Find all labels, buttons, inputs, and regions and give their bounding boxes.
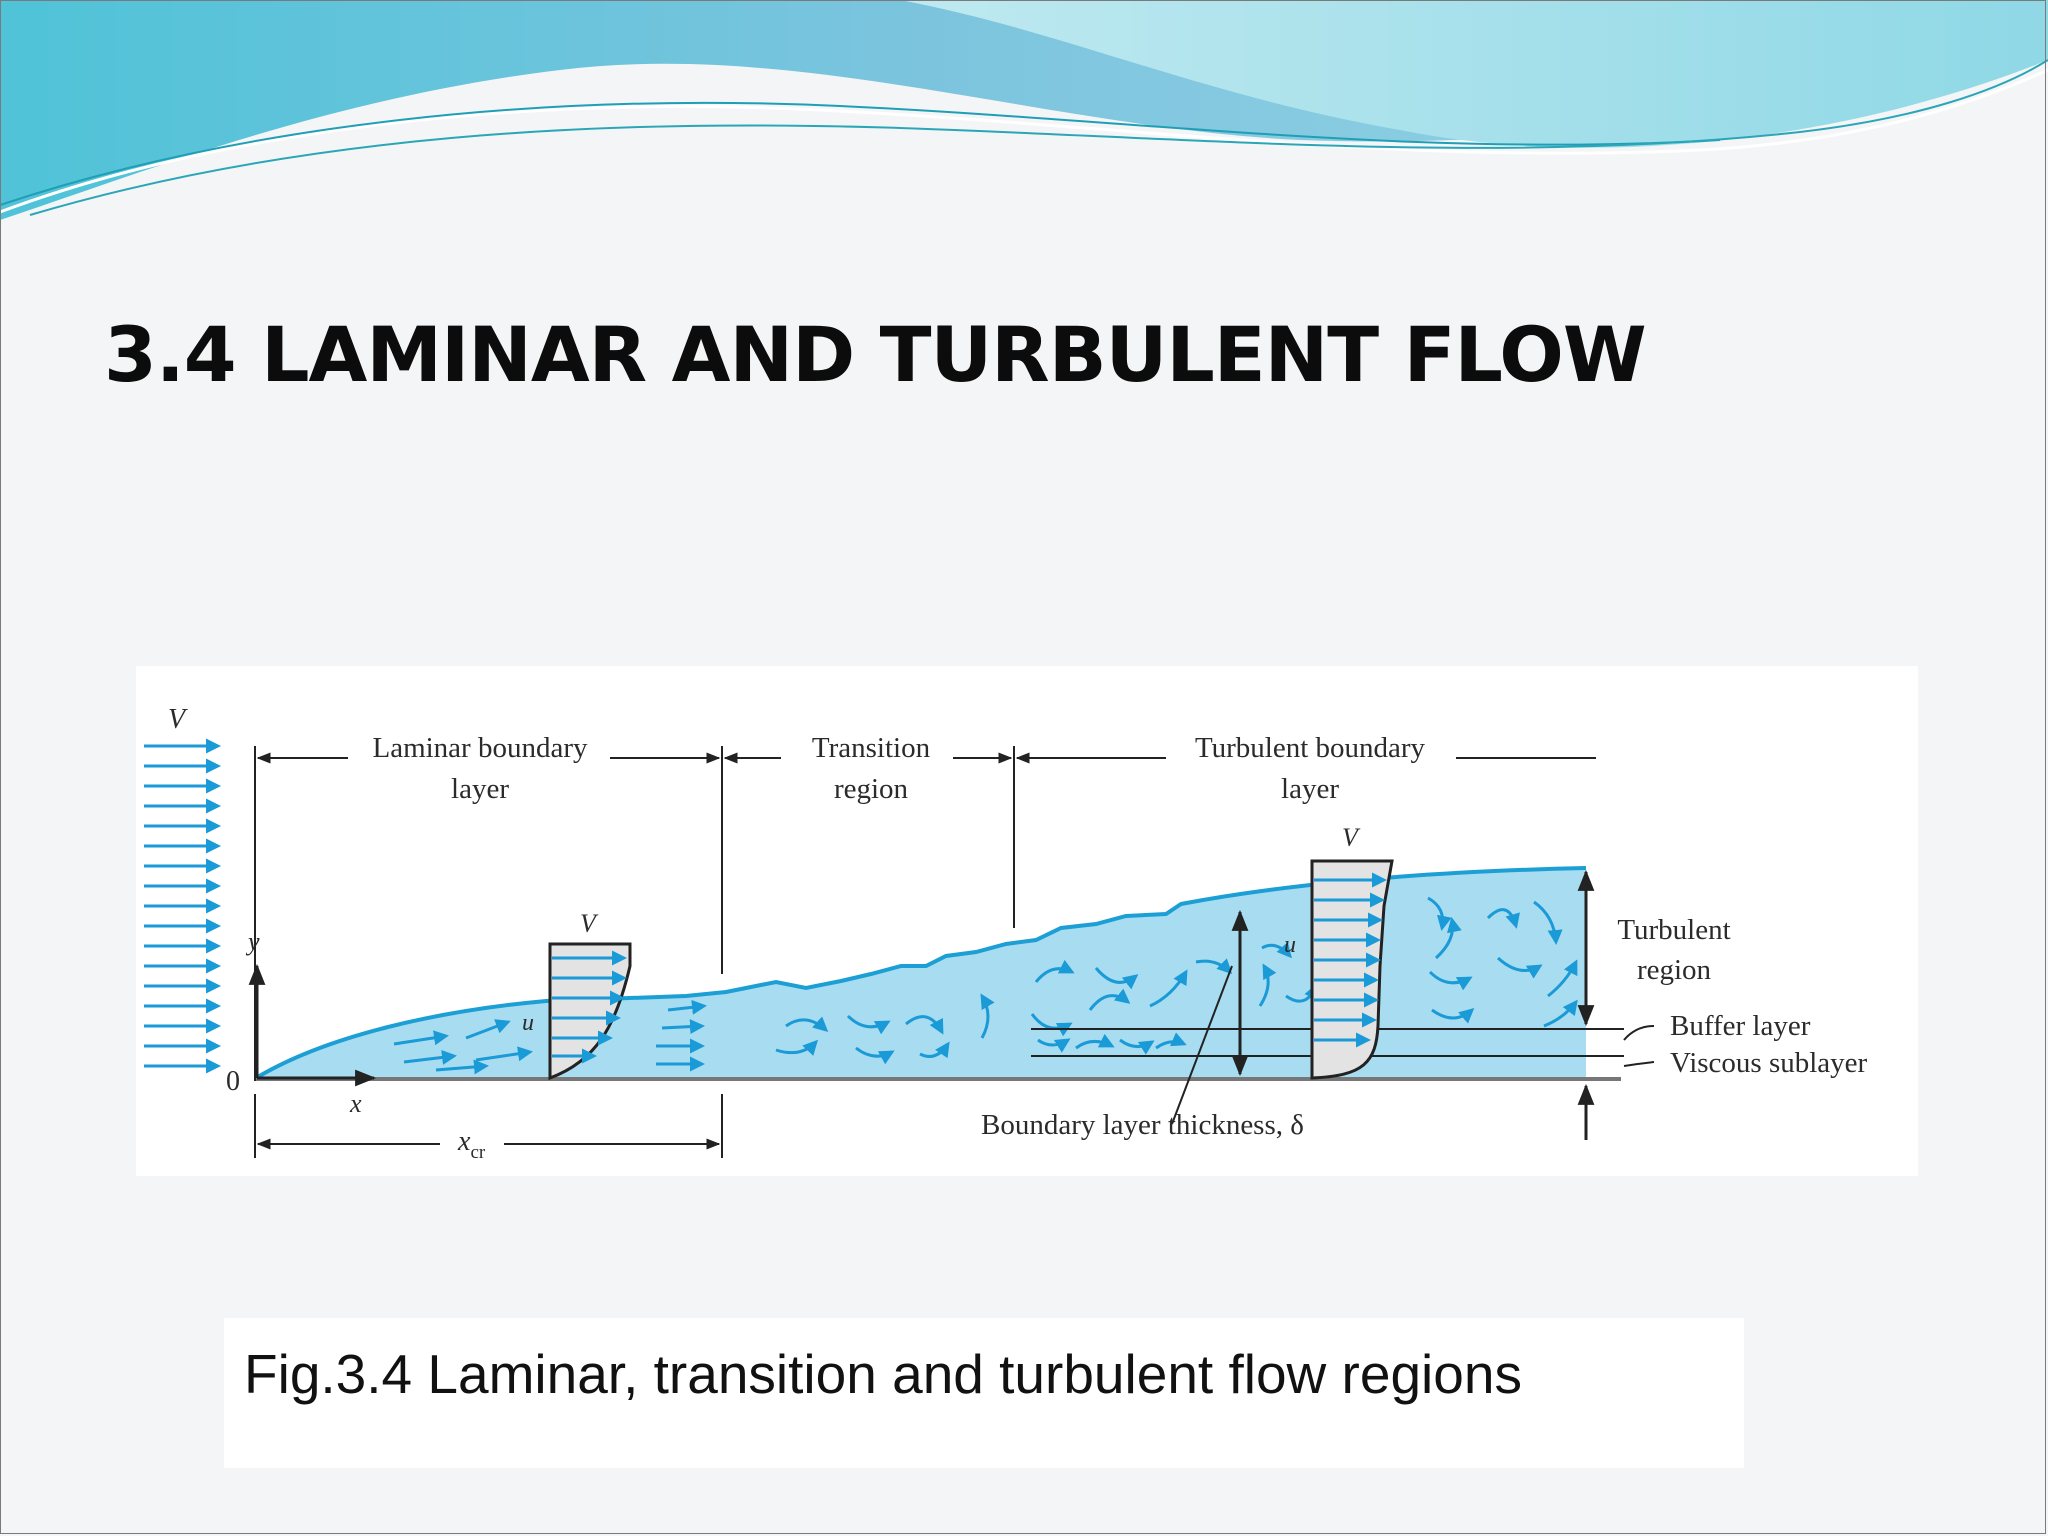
laminar-profile-velocity-label: V xyxy=(580,909,599,938)
boundary-layer-thickness-label: Boundary layer thickness, δ xyxy=(981,1109,1304,1141)
x-axis-label: x xyxy=(349,1089,362,1118)
laminar-profile-u-label: u xyxy=(522,1010,534,1036)
boundary-layer-figure: V Laminar boundary layer Transition regi… xyxy=(136,666,1918,1176)
header-wave-decoration xyxy=(0,0,2048,220)
buffer-layer-label: Buffer layer xyxy=(1670,1010,1811,1042)
freestream-velocity-label: V xyxy=(168,704,188,735)
coordinate-axes xyxy=(248,963,377,1087)
x-critical-label: xcr xyxy=(457,1126,486,1163)
laminar-flow-arrows xyxy=(393,999,707,1075)
region-dimension-lines xyxy=(254,746,1596,1081)
turbulent-region-label-right-line2: region xyxy=(1637,954,1712,986)
sublayer-leaders xyxy=(1623,1025,1655,1067)
x-critical-symbol: x xyxy=(457,1126,471,1157)
laminar-region-label-line2: layer xyxy=(451,773,509,805)
origin-label: 0 xyxy=(226,1066,240,1097)
boundary-layer-diagram: V Laminar boundary layer Transition regi… xyxy=(144,704,1868,1163)
turbulent-region-label-line1: Turbulent boundary xyxy=(1195,732,1426,764)
turbulent-profile-u-label: u xyxy=(1284,932,1296,958)
turbulent-region-label-line2: layer xyxy=(1281,773,1339,805)
caption-box: Fig.3.4 Laminar, transition and turbulen… xyxy=(224,1318,1744,1468)
figure-caption: Fig.3.4 Laminar, transition and turbulen… xyxy=(244,1343,1522,1405)
freestream-arrows xyxy=(144,738,221,1074)
turbulent-eddies xyxy=(1030,896,1578,1037)
transition-region-label-line1: Transition xyxy=(812,732,931,764)
slide-title: 3.4 LAMINAR AND TURBULENT FLOW xyxy=(104,310,1647,399)
turbulent-region-label-right-line1: Turbulent xyxy=(1617,914,1730,946)
critical-length-dimension xyxy=(254,1094,723,1158)
laminar-region-label-line1: Laminar boundary xyxy=(372,732,588,764)
x-critical-subscript: cr xyxy=(470,1142,485,1163)
sublayer-arrows xyxy=(1037,1032,1187,1055)
laminar-velocity-profile xyxy=(548,942,632,1081)
turbulent-velocity-profile xyxy=(1310,859,1394,1080)
turbulent-profile-velocity-label: V xyxy=(1342,823,1361,852)
thickness-dimension xyxy=(1171,909,1249,1125)
transition-eddies xyxy=(775,993,995,1065)
transition-region-label-line2: region xyxy=(834,773,909,805)
y-axis-label: y xyxy=(245,927,260,956)
viscous-sublayer-label: Viscous sublayer xyxy=(1670,1047,1868,1079)
